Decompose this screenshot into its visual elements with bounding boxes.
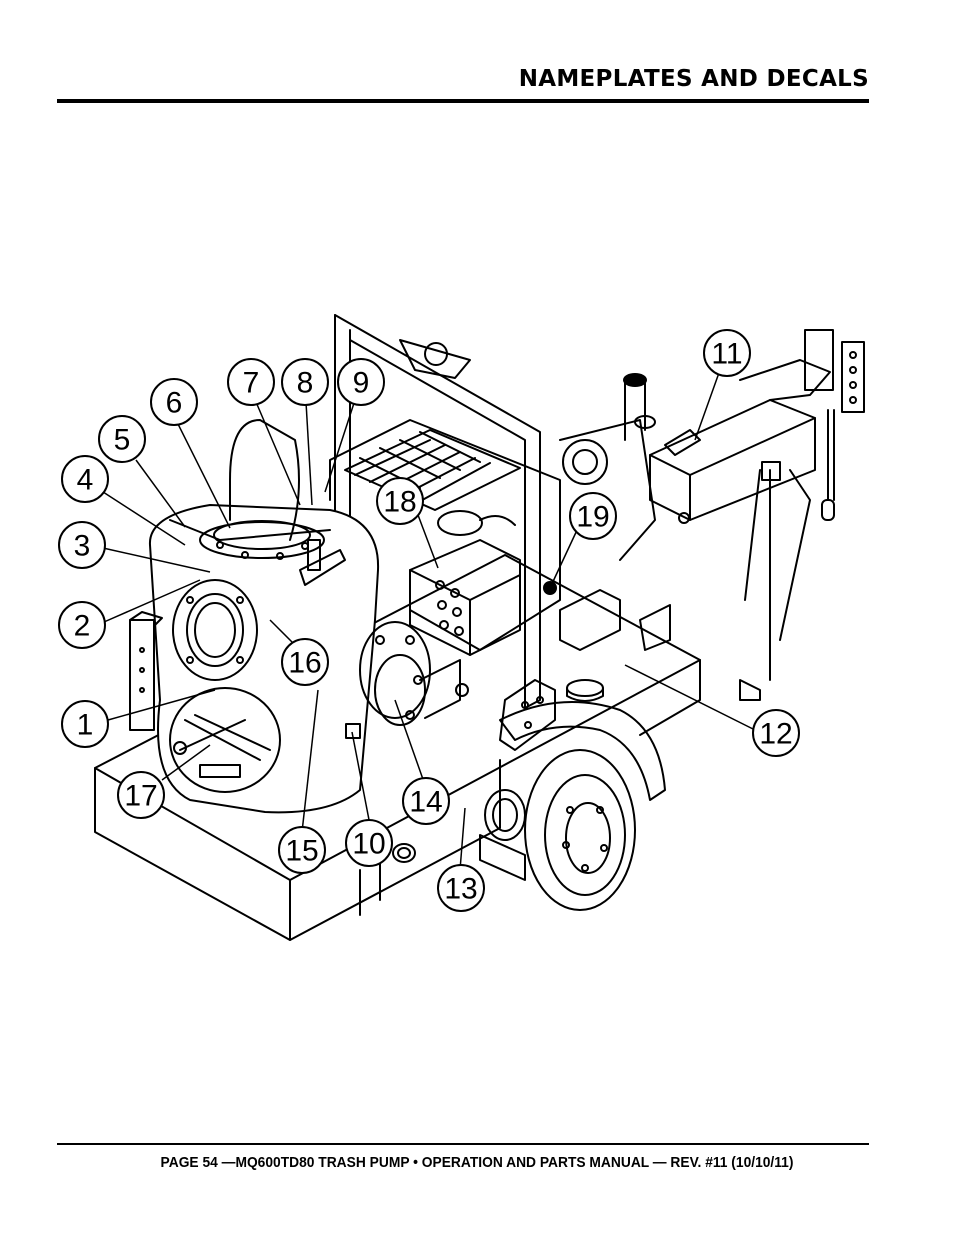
leader-line-11	[694, 369, 721, 441]
callout-circle-10	[345, 819, 393, 867]
callout-10: 10	[352, 828, 385, 861]
leader-line-13	[459, 807, 466, 871]
leader-line-1	[107, 689, 216, 721]
callout-4: 4	[77, 464, 94, 497]
callout-circle-19	[569, 492, 617, 540]
callout-12: 12	[759, 718, 792, 751]
callout-circle-9	[337, 358, 385, 406]
leader-line-16	[269, 619, 296, 646]
page-title: NAMEPLATES AND DECALS	[518, 66, 869, 92]
callout-circle-1	[61, 700, 109, 748]
leader-line-3	[102, 547, 211, 573]
callout-circle-16	[281, 638, 329, 686]
callout-15: 15	[285, 835, 318, 868]
leader-line-10	[351, 731, 371, 826]
leader-line-15	[301, 689, 319, 833]
leader-line-14	[394, 699, 426, 786]
callout-circle-4	[61, 455, 109, 503]
leader-line-2	[103, 579, 201, 623]
header-rule	[57, 99, 869, 103]
callout-circle-7	[227, 358, 275, 406]
callout-circle-2	[58, 601, 106, 649]
leader-line-12	[624, 664, 756, 731]
footer-rule	[57, 1143, 869, 1145]
callout-circle-17	[117, 771, 165, 819]
leader-line-6	[175, 419, 231, 529]
leader-line-4	[99, 489, 186, 546]
leader-line-7	[255, 401, 301, 506]
callout-circle-11	[703, 329, 751, 377]
callout-circle-15	[278, 826, 326, 874]
leader-line-19	[549, 527, 579, 589]
callout-circle-14	[402, 777, 450, 825]
callout-14: 14	[409, 786, 442, 819]
callout-circle-6	[150, 378, 198, 426]
callout-11: 11	[711, 338, 742, 371]
callout-2: 2	[74, 610, 91, 643]
callout-7: 7	[243, 367, 260, 400]
callout-13: 13	[444, 873, 477, 906]
leader-line-17	[161, 744, 211, 781]
callout-1: 1	[77, 709, 94, 742]
leader-line-18	[417, 514, 439, 569]
callout-circle-3	[58, 521, 106, 569]
leader-line-8	[305, 401, 313, 506]
page-footer: PAGE 54 —MQ600TD80 TRASH PUMP • OPERATIO…	[160, 1154, 794, 1171]
callout-circle-18	[376, 477, 424, 525]
callout-circle-12	[752, 709, 800, 757]
leader-line-9	[324, 399, 356, 493]
callout-9: 9	[353, 367, 370, 400]
callout-circle-5	[98, 415, 146, 463]
callout-8: 8	[297, 367, 314, 400]
callout-19: 19	[576, 501, 609, 534]
callout-circle-13	[437, 864, 485, 912]
callout-17: 17	[124, 780, 157, 813]
callout-3: 3	[74, 530, 91, 563]
callout-5: 5	[114, 424, 131, 457]
callout-18: 18	[383, 486, 416, 519]
callout-6: 6	[166, 387, 183, 420]
callout-circle-8	[281, 358, 329, 406]
leader-line-5	[135, 459, 186, 528]
callout-16: 16	[288, 647, 321, 680]
